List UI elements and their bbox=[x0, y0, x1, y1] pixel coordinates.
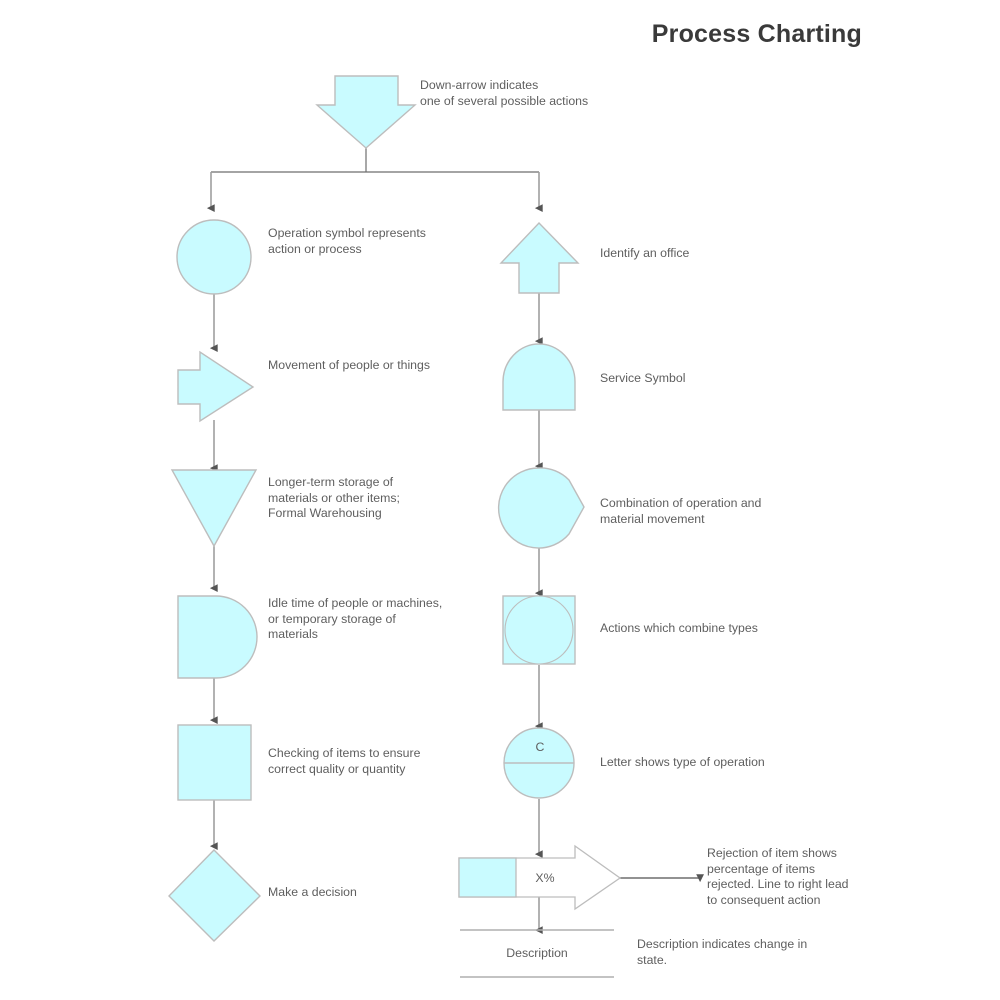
right-arrow-shape[interactable] bbox=[177, 350, 255, 423]
caption-rejection: Rejection of item shows percentage of it… bbox=[707, 846, 849, 907]
diamond-shape[interactable] bbox=[168, 849, 261, 942]
down-triangle-shape[interactable] bbox=[170, 469, 258, 548]
caption-movement: Movement of people or things bbox=[268, 358, 431, 372]
circle-with-letter-shape[interactable] bbox=[503, 727, 575, 799]
square-with-circle-shape[interactable] bbox=[502, 595, 576, 665]
rejection-percent-value: X% bbox=[535, 871, 555, 885]
lettered-operation-letter: C bbox=[535, 740, 545, 754]
caption-combination: Combination of operation and material mo… bbox=[600, 496, 762, 526]
caption-combined-types: Actions which combine types bbox=[600, 621, 758, 635]
flow-connectors bbox=[206, 148, 705, 935]
caption-decision: Make a decision bbox=[268, 885, 357, 899]
up-arrow-shape[interactable] bbox=[499, 221, 580, 294]
caption-delay: Idle time of people or machines, or temp… bbox=[268, 596, 443, 642]
description-band-shape[interactable] bbox=[460, 929, 614, 978]
d-shape[interactable] bbox=[177, 595, 258, 679]
square-shape[interactable] bbox=[177, 724, 252, 801]
caption-inspection: Checking of items to ensure correct qual… bbox=[268, 746, 421, 776]
caption-description: Description indicates change in state. bbox=[637, 937, 808, 967]
page-title: Process Charting bbox=[651, 20, 862, 48]
dome-shape[interactable] bbox=[502, 343, 576, 411]
percent-arrow-shape[interactable] bbox=[458, 844, 622, 911]
caption-storage: Longer-term storage of materials or othe… bbox=[268, 475, 400, 521]
caption-operation: Operation symbol represents action or pr… bbox=[268, 226, 426, 256]
caption-office: Identify an office bbox=[600, 246, 690, 260]
caption-lettered-operation: Letter shows type of operation bbox=[600, 755, 765, 769]
down-arrow-shape[interactable] bbox=[315, 75, 417, 149]
description-label: Description bbox=[506, 946, 568, 960]
teardrop-shape[interactable] bbox=[497, 467, 585, 549]
circle-shape[interactable] bbox=[176, 219, 252, 295]
caption-down-arrow: Down-arrow indicates one of several poss… bbox=[420, 78, 589, 108]
caption-service: Service Symbol bbox=[600, 371, 686, 385]
